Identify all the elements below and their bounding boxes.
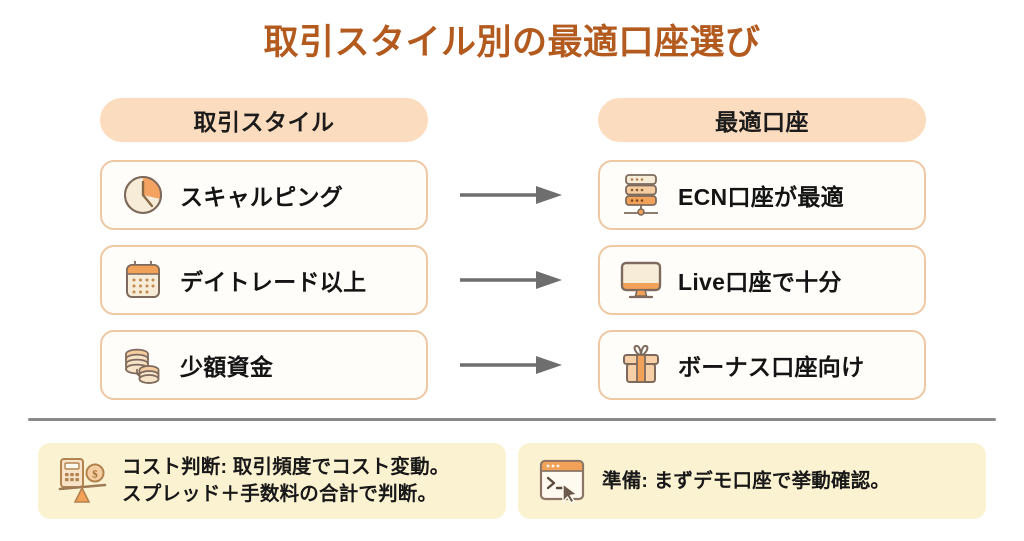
- page-title: 取引スタイル別の最適口座選び: [263, 23, 761, 62]
- column-header-trading-style: 取引スタイル: [100, 98, 428, 142]
- svg-text:$: $: [92, 469, 98, 481]
- column-header-right-label: 最適口座: [715, 109, 809, 135]
- trading-style-card-1[interactable]: デイトレード以上: [100, 245, 428, 315]
- arrow-right-icon-2: [458, 353, 568, 377]
- note-line-1: コスト判断: 取引頻度でコスト変動。: [122, 456, 450, 478]
- trading-style-card-2[interactable]: 少額資金: [100, 330, 428, 400]
- server-rack-icon: [618, 172, 664, 218]
- best-account-card-2[interactable]: ボーナス口座向け: [598, 330, 926, 400]
- calendar-icon: [120, 257, 166, 303]
- note-preparation: 準備: まずデモ口座で挙動確認。: [518, 443, 986, 519]
- column-header-left-label: 取引スタイル: [193, 109, 335, 135]
- trading-style-label-1: デイトレード以上: [180, 269, 367, 295]
- note-preparation-text: 準備: まずデモ口座で挙動確認。: [602, 468, 890, 495]
- desktop-monitor-icon: [618, 257, 664, 303]
- note-cost-judgement-text: コスト判断: 取引頻度でコスト変動。 スプレッド＋手数料の合計で判断。: [122, 454, 450, 508]
- balance-scale-calculator-icon: $: [54, 453, 110, 509]
- best-account-label-1: Live口座で十分: [678, 269, 842, 295]
- coins-stack-icon: [120, 342, 166, 388]
- arrow-right-icon-0: [458, 183, 568, 207]
- clock-icon: [120, 172, 166, 218]
- note-line-1: 準備: まずデモ口座で挙動確認。: [602, 469, 891, 492]
- best-account-card-1[interactable]: Live口座で十分: [598, 245, 926, 315]
- column-header-best-account: 最適口座: [598, 98, 926, 142]
- best-account-card-0[interactable]: ECN口座が最適: [598, 160, 926, 230]
- arrow-right-icon-1: [458, 268, 568, 292]
- trading-style-card-0[interactable]: スキャルピング: [100, 160, 428, 230]
- section-divider: [28, 418, 996, 421]
- gift-box-icon: [618, 342, 664, 388]
- best-account-label-0: ECN口座が最適: [678, 184, 844, 210]
- note-line-2: スプレッド＋手数料の合計で判断。: [122, 483, 438, 505]
- trading-style-label-0: スキャルピング: [180, 184, 344, 210]
- trading-style-label-2: 少額資金: [180, 354, 274, 380]
- terminal-window-cursor-icon: [534, 453, 590, 509]
- best-account-label-2: ボーナス口座向け: [678, 354, 865, 380]
- note-cost-judgement: $ コスト判断: 取引頻度でコスト変動。 スプレッド＋手数料の合計で判断。: [38, 443, 506, 519]
